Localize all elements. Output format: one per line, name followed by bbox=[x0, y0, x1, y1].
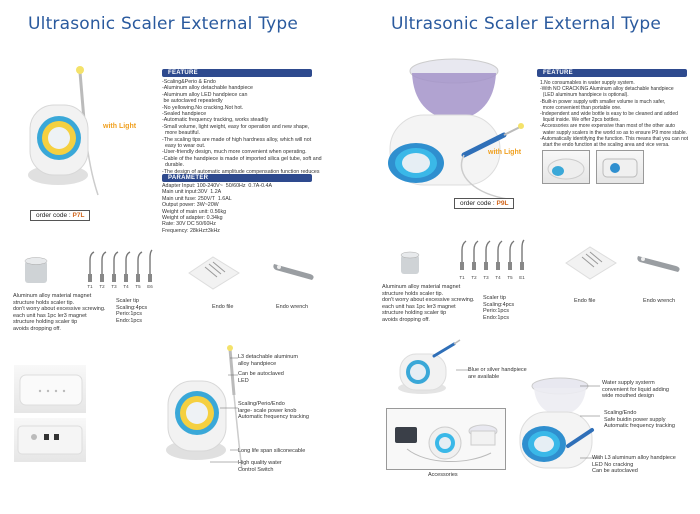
tip-label: T3 bbox=[111, 284, 117, 289]
left-order-code: order code : P7L bbox=[30, 210, 91, 221]
right-order-prefix: order code : bbox=[460, 200, 497, 207]
left-feature-header: FEATURE bbox=[162, 69, 312, 77]
right-accessories-caption: Accessories bbox=[428, 472, 458, 478]
right-endo-wrench-caption: Endo wrench bbox=[643, 298, 676, 304]
right-with-light: with Light bbox=[488, 149, 522, 156]
right-callout-led: With L3 aluminum alloy handpiece LED No … bbox=[592, 455, 676, 474]
tip-label: E6 bbox=[147, 284, 153, 289]
right-order-value: P9L bbox=[496, 200, 509, 207]
tip-label: T4 bbox=[123, 284, 129, 289]
left-callout-perio: Scaling/Perio/Endo large- scale power kn… bbox=[238, 401, 309, 420]
right-small-unit-image bbox=[398, 339, 461, 394]
right-photo-2 bbox=[596, 150, 644, 184]
right-tips-image bbox=[460, 239, 525, 270]
right-holder-image bbox=[400, 251, 420, 274]
left-tip-caption: Scaler tip Scaling:4pcs Perio:1pcs Endo:… bbox=[116, 298, 148, 324]
left-tip-labels: T1 T2 T3 T4 T5 E6 bbox=[84, 284, 160, 289]
left-holder-caption: Aluminum alloy material magnet structure… bbox=[13, 293, 106, 332]
right-feature-header: FEATURE bbox=[537, 69, 687, 77]
left-parameter-header: PARAMETER bbox=[162, 174, 312, 182]
right-endo-wrench-image bbox=[637, 256, 680, 272]
right-page-title: Ultrasonic Scaler External Type bbox=[391, 14, 662, 34]
left-endo-file-image bbox=[188, 256, 240, 290]
tip-label: T1 bbox=[459, 275, 465, 280]
left-tips-image bbox=[88, 249, 153, 282]
left-callout-cable: Long life span siliconecable bbox=[238, 448, 306, 454]
left-callout-handpiece: L3 detachable aluminum alloy handpiece bbox=[238, 354, 298, 367]
left-unit-photo-top bbox=[14, 365, 86, 413]
left-endo-wrench-caption: Endo wrench bbox=[276, 304, 309, 310]
right-feature-text: 1.No consumables in water supply system.… bbox=[540, 80, 689, 149]
right-endo-file-image bbox=[565, 246, 617, 280]
left-page-title: Ultrasonic Scaler External Type bbox=[28, 14, 299, 34]
tip-label: T2 bbox=[471, 275, 477, 280]
right-photo-1 bbox=[542, 150, 590, 184]
left-endo-wrench-image bbox=[273, 264, 314, 280]
right-holder-caption: Aluminum alloy material magnet structure… bbox=[382, 284, 475, 323]
left-callout-lines bbox=[210, 357, 238, 463]
left-endo-file-caption: Endo file bbox=[212, 304, 234, 310]
tip-label: T5 bbox=[135, 284, 141, 289]
right-order-code: order code : P9L bbox=[454, 198, 515, 209]
tip-label: T4 bbox=[495, 275, 501, 280]
right-accessories-panel bbox=[386, 408, 506, 470]
left-parameter-text: Adapter Input: 100-240V~ 50/60Hz 0.7A-0.… bbox=[162, 183, 272, 234]
p9l-scaler-image bbox=[388, 58, 524, 201]
right-callout-handpiece: Blue or silver handpiece are available bbox=[468, 367, 527, 380]
right-tip-labels: T1 T2 T3 T4 T5 E1 bbox=[456, 275, 532, 280]
right-callout-water: Water supply systerm convenient for liqu… bbox=[602, 380, 669, 399]
left-order-prefix: order code : bbox=[36, 212, 73, 219]
p7l-scaler-image bbox=[28, 66, 99, 196]
right-callout-perio: Scaling/Endo Safe buidin power supply Au… bbox=[604, 410, 675, 429]
left-feature-text: -Scaling&Perio & Endo -Aluminum alloy de… bbox=[162, 79, 322, 181]
tip-label: T2 bbox=[99, 284, 105, 289]
left-with-light: with Light bbox=[103, 123, 137, 130]
right-endo-file-caption: Endo file bbox=[574, 298, 596, 304]
right-tip-caption: Scaler tip Scaling:4pcs Perio:1pcs Endo:… bbox=[483, 295, 515, 321]
left-callout-autoclave: Can be autoclaved LED bbox=[238, 371, 284, 384]
left-holder-image bbox=[24, 257, 48, 283]
tip-label: T5 bbox=[507, 275, 513, 280]
tip-label: T3 bbox=[483, 275, 489, 280]
left-unit-photo-bottom bbox=[14, 418, 86, 462]
right-callout-lines bbox=[580, 385, 600, 459]
left-callout-water: High quality water Control Switch bbox=[238, 460, 282, 473]
tip-label: T1 bbox=[87, 284, 93, 289]
left-scaler-detail-image bbox=[166, 345, 243, 471]
tip-label: E1 bbox=[519, 275, 525, 280]
right-scaler-detail-image bbox=[519, 377, 594, 469]
left-order-value: P7L bbox=[72, 212, 85, 219]
right-handpiece-callout-line bbox=[456, 369, 470, 371]
